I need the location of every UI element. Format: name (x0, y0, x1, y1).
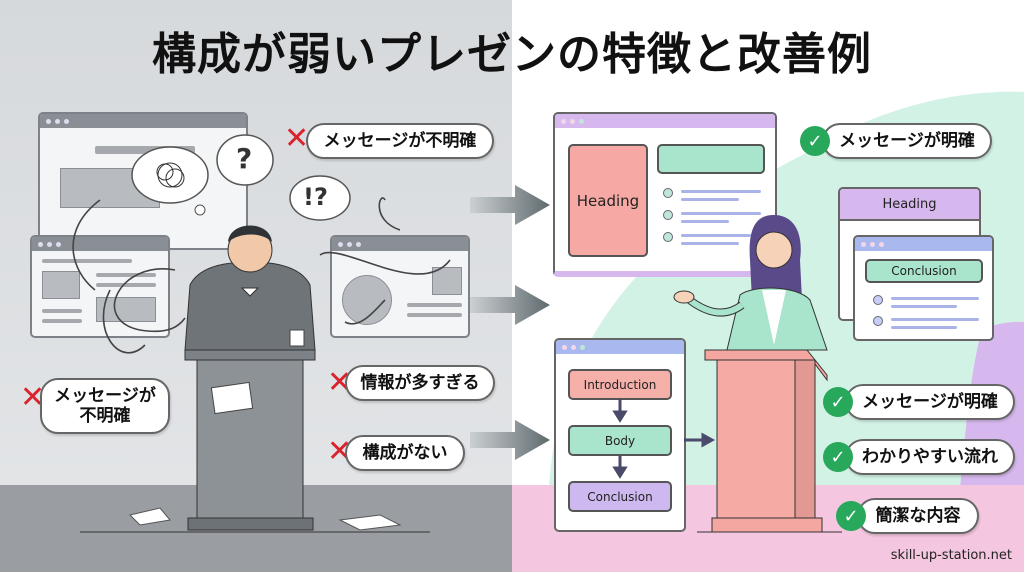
bad-slide-left (30, 235, 170, 338)
check-icon: ✓ (836, 501, 866, 531)
check-icon: ✓ (823, 387, 853, 417)
arrow-right-icon (470, 420, 550, 460)
good-slide-main: Heading (553, 112, 777, 277)
question-bubble-text: ? (236, 142, 253, 175)
site-credit: skill-up-station.net (890, 548, 1012, 563)
confident-presenter-illustration (612, 215, 842, 533)
good-label-clear-message: メッセージが明確 (822, 123, 992, 159)
slide-conclusion-block: Conclusion (865, 259, 983, 283)
surprise-bubble-text: !? (303, 183, 328, 211)
flow-step-introduction: Introduction (568, 369, 672, 400)
arrow-right-icon (470, 285, 550, 325)
window-titlebar (855, 237, 992, 251)
bad-slide-large (38, 112, 248, 250)
slide-heading-block: Heading (568, 144, 648, 257)
check-icon: ✓ (800, 126, 830, 156)
bad-label-unclear-message-2: メッセージが 不明確 (40, 378, 170, 434)
window-titlebar (332, 237, 468, 251)
good-slide-conclusion: Conclusion (853, 235, 994, 341)
check-icon: ✓ (823, 442, 853, 472)
window-titlebar (40, 114, 246, 128)
confused-presenter-illustration (72, 134, 451, 533)
slide-heading: Heading (840, 189, 979, 221)
window-titlebar (32, 237, 168, 251)
good-label-concise-content: 簡潔な内容 (857, 498, 979, 534)
coffee-mug-icon (289, 329, 305, 347)
bad-label-unclear-message: メッセージが不明確 (306, 123, 494, 159)
bad-label-too-much-info: 情報が多すぎる (345, 365, 495, 401)
page-title: 構成が弱いプレゼンの特徴と改善例 (152, 29, 872, 80)
arrow-right-icon (470, 185, 550, 225)
slide-banner (657, 144, 765, 174)
good-label-clear-message-2: メッセージが明確 (845, 384, 1015, 420)
bad-label-no-structure: 構成がない (345, 435, 465, 471)
flow-step-body: Body (568, 425, 672, 456)
good-slide-flow: Introduction Body Conclusion (554, 338, 686, 532)
good-label-easy-flow: わかりやすい流れ (845, 439, 1015, 475)
flow-step-conclusion: Conclusion (568, 481, 672, 512)
bad-slide-right (330, 235, 470, 338)
window-titlebar (555, 114, 775, 128)
window-titlebar (556, 340, 684, 354)
x-mark-icon: ✕ (284, 121, 310, 156)
